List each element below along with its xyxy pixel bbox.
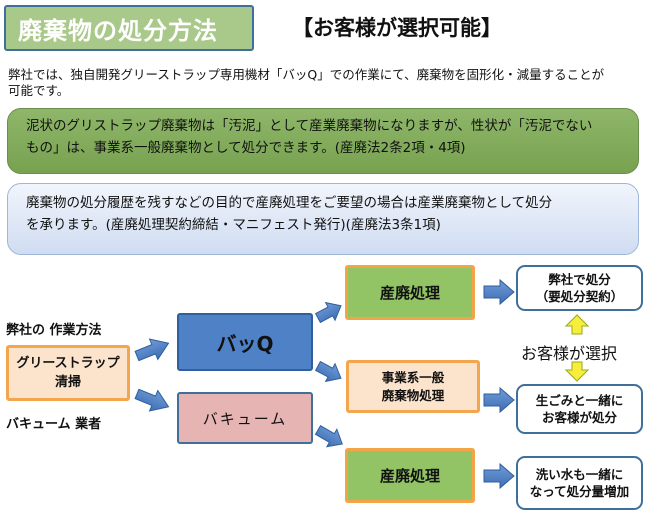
result-line: 弊社で処分 [548, 272, 611, 287]
general-waste-process-node: 事業系一般 廃棄物処理 [346, 360, 480, 413]
industrial-waste-process-bottom: 産廃処理 [345, 448, 475, 503]
page-subtitle: 【お客様が選択可能】 [292, 16, 502, 40]
intro-line: 可能です。 [8, 83, 70, 98]
result-line: 生ごみと一緒に [535, 393, 624, 408]
page-title: 廃棄物の処分方法 [4, 5, 254, 51]
industrial-waste-info-panel: 廃棄物の処分履歴を残すなどの目的で産廃処理をご要望の場合は産業廃棄物として処分 … [7, 183, 639, 255]
cleaning-label: 清掃 [54, 375, 81, 390]
choice-arrow-up [564, 314, 590, 335]
arrow-vacuum-to-industrial [314, 424, 343, 448]
result-volume-increase: 洗い水も一緒に なって処分量増加 [516, 456, 643, 510]
arrow-bottom-to-result [483, 462, 515, 490]
grease-trap-cleaning-node: グリーストラップ 清掃 [6, 345, 130, 401]
arrow-bq-to-industrial [314, 301, 342, 324]
intro-line: 弊社では、独自開発グリーストラップ専用機材「バッQ」での作業にて、廃棄物を固形化… [8, 67, 605, 82]
result-line: お客様が処分 [541, 410, 617, 425]
result-line: （要処分契約） [535, 289, 624, 304]
grease-trap-label: グリーストラップ [16, 356, 120, 371]
intro-text: 弊社では、独自開発グリーストラップ専用機材「バッQ」での作業にて、廃棄物を固形化… [8, 67, 648, 99]
customer-choice-label: お客様が選択 [521, 344, 618, 363]
sludge-info-line: もの」は、事業系一般廃棄物として処分できます。(産廃法2条2項・4項) [26, 140, 466, 156]
arrow-mid-to-result [483, 386, 515, 414]
result-line: 洗い水も一緒に [535, 467, 624, 482]
result-company-disposal: 弊社で処分 （要処分契約） [516, 265, 643, 311]
sludge-info-line: 泥状のグリストラップ廃棄物は「汚泥」として産業廃棄物になりますが、性状が「汚泥で… [26, 118, 593, 134]
label-vacuum-vendor: バキューム 業者 [6, 417, 102, 432]
label-our-method: 弊社の 作業方法 [6, 323, 102, 338]
choice-arrow-down [564, 361, 590, 382]
vacuum-method-node: バキューム [177, 392, 313, 444]
bq-method-node: バッQ [177, 313, 313, 371]
general-waste-line: 廃棄物処理 [381, 387, 445, 403]
arrow-bq-to-general [314, 360, 342, 383]
sludge-info-panel: 泥状のグリストラップ廃棄物は「汚泥」として産業廃棄物になりますが、性状が「汚泥で… [7, 108, 639, 174]
general-waste-line: 事業系一般 [381, 369, 445, 385]
result-customer-disposal: 生ごみと一緒に お客様が処分 [516, 384, 643, 434]
arrow-start-to-bq [134, 338, 170, 362]
industrial-waste-info-line: を承ります。(産廃処理契約締結・マニフェスト発行)(産廃法3条1項) [26, 217, 441, 233]
industrial-waste-process-top: 産廃処理 [345, 265, 475, 320]
arrow-top-to-result [483, 278, 515, 306]
industrial-waste-info-line: 廃棄物の処分履歴を残すなどの目的で産廃処理をご要望の場合は産業廃棄物として処分 [26, 195, 553, 211]
result-line: なって処分量増加 [529, 484, 630, 499]
arrow-start-to-vacuum [134, 388, 170, 412]
